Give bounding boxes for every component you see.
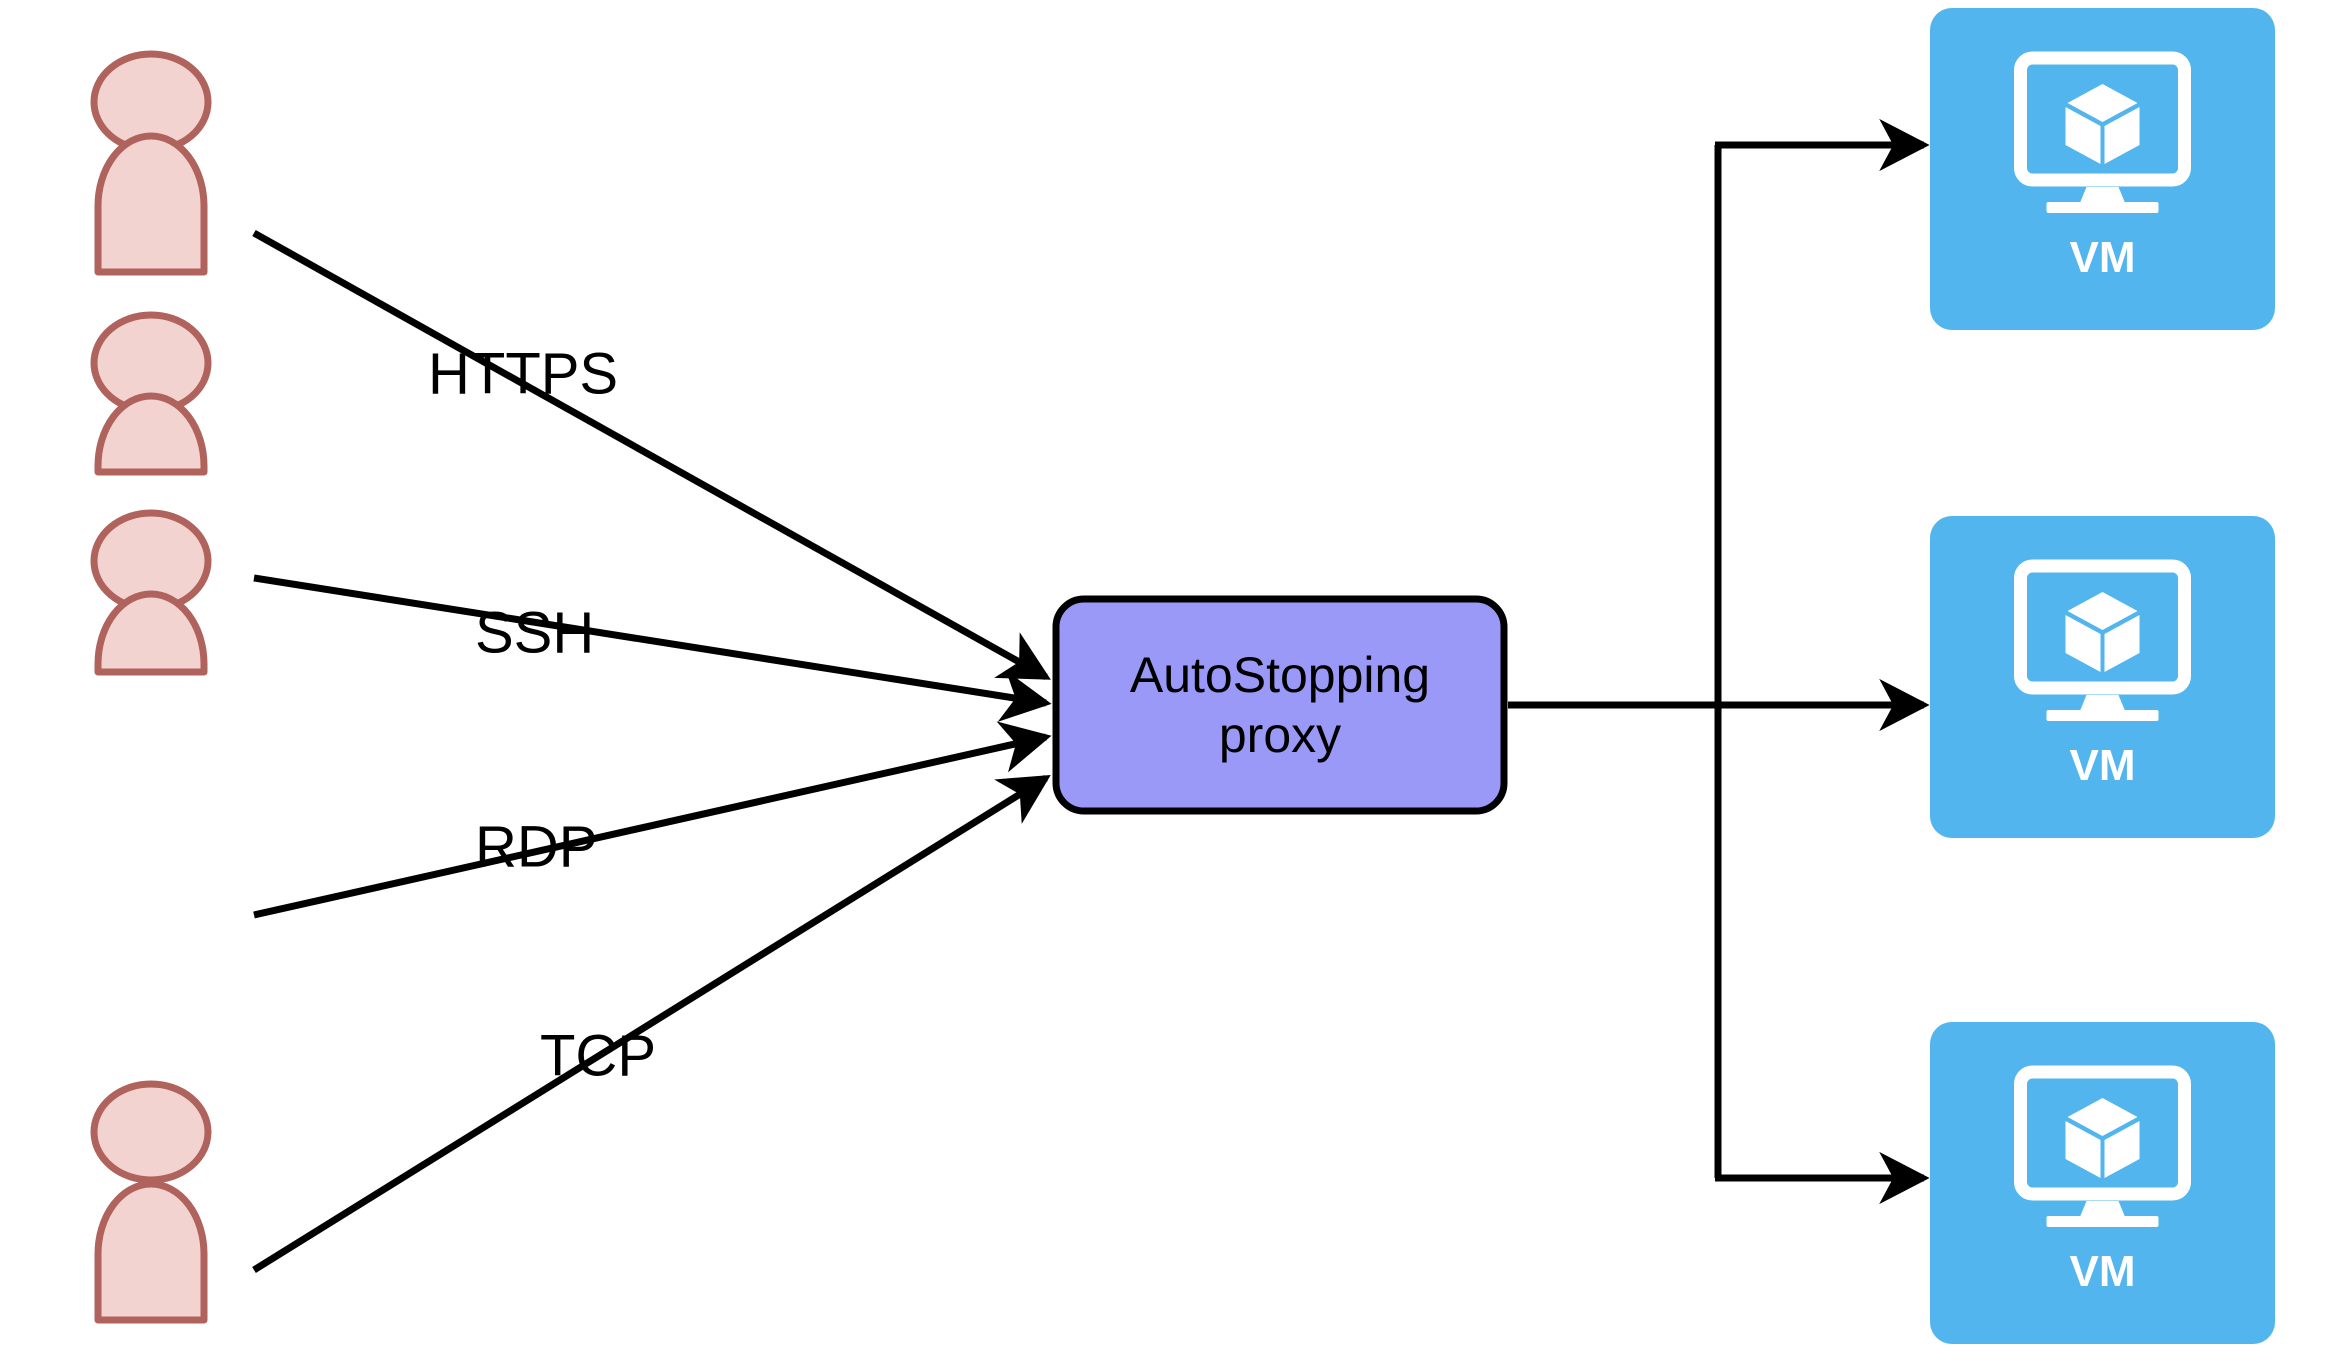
vm-label-1: VM — [2070, 233, 2136, 282]
vm-label-3: VM — [2070, 1247, 2136, 1296]
person-icon-body-3 — [94, 590, 208, 676]
edge-tcp — [252, 775, 1051, 1273]
edge-label-ssh: SSH — [475, 600, 594, 665]
person-icon-body-4 — [94, 1180, 208, 1324]
autostopping-proxy-node[interactable]: AutoStopping proxy — [1052, 595, 1508, 815]
proxy-label-line1: AutoStopping — [1130, 647, 1430, 703]
actor-group-user-2[interactable] — [90, 311, 212, 476]
person-icon-body-2 — [94, 392, 208, 476]
edge-rdp — [253, 721, 1052, 919]
vm-node-1[interactable]: VM — [1930, 8, 2275, 330]
edge-label-https: HTTPS — [428, 341, 618, 406]
actor-group-user-4[interactable] — [90, 1080, 212, 1324]
vm-node-3[interactable]: VM — [1930, 1022, 2275, 1344]
monitor-cube-icon-2 — [2014, 559, 2191, 721]
vm-label-2: VM — [2070, 741, 2136, 790]
person-icon-head-4 — [90, 1080, 212, 1184]
edge-https — [252, 229, 1051, 681]
proxy-box — [1052, 595, 1508, 815]
monitor-cube-icon-3 — [2014, 1065, 2191, 1227]
proxy-label-line2: proxy — [1219, 707, 1341, 763]
monitor-cube-icon-1 — [2014, 51, 2191, 213]
actor-group-user-3[interactable] — [90, 509, 212, 676]
edge-label-rdp: RDP — [475, 814, 597, 879]
person-icon-body-1 — [94, 132, 208, 276]
edge-ssh — [253, 574, 1052, 722]
vm-node-2[interactable]: VM — [1930, 516, 2275, 838]
edge-label-tcp: TCP — [540, 1023, 656, 1088]
actor-group-user-1[interactable] — [90, 50, 212, 276]
